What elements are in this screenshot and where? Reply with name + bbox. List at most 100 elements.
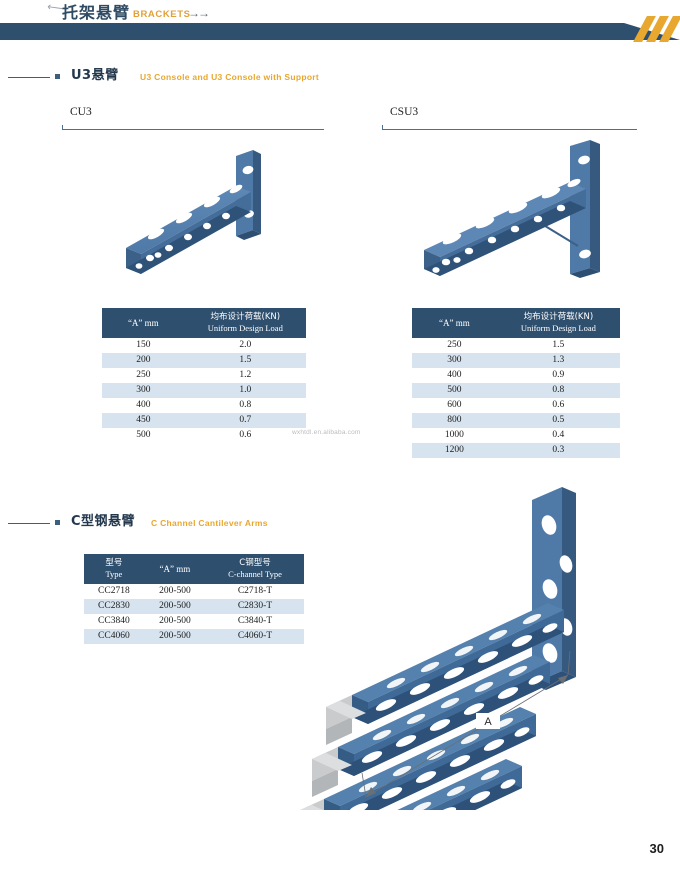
cell-type: CC2718 (84, 584, 144, 599)
cell-type: CC4060 (84, 629, 144, 644)
model-label-text: CU3 (70, 106, 92, 118)
cell-a: 300 (412, 353, 497, 368)
cell-a: 250 (412, 338, 497, 353)
table-row: 1000 0.4 (412, 428, 620, 443)
model-label-csu3: CSU3 (382, 104, 637, 130)
table-header-row: “A” mm 均布设计荷载(KN) Uniform Design Load (412, 308, 620, 338)
cell-load: 1.3 (496, 353, 620, 368)
cell-a: 200-500 (143, 584, 207, 599)
u3-console-bracket-drawing (126, 150, 261, 274)
header-title-en: BRACKETS (133, 9, 191, 20)
cell-load: 0.4 (496, 428, 620, 443)
cell-c-channel-type: C2830-T (206, 599, 304, 614)
section-title-en: C Channel Cantilever Arms (151, 518, 268, 528)
table-row: CC3840 200-500 C3840-T (84, 614, 304, 629)
watermark: wxhtdl.en.alibaba.com (292, 429, 361, 436)
cell-load: 0.5 (496, 413, 620, 428)
header-bar (0, 23, 680, 40)
model-underline-tick (62, 125, 63, 130)
page-header: ⟶ 托架悬臂 BRACKETS →→ (0, 0, 680, 48)
cell-a: 200 (102, 353, 185, 368)
illustration-c-channel: A (284, 485, 620, 873)
illustration-cu3 (112, 148, 300, 288)
table-row: CC2830 200-500 C2830-T (84, 599, 304, 614)
cell-load: 0.8 (496, 383, 620, 398)
table-row: 400 0.9 (412, 368, 620, 383)
cell-load: 0.9 (496, 368, 620, 383)
model-underline (62, 129, 324, 130)
cell-a: 200-500 (143, 599, 207, 614)
cell-a: 450 (102, 413, 185, 428)
column-header-en: Type (105, 569, 123, 579)
cell-load: 0.6 (184, 428, 306, 443)
cell-type: CC2830 (84, 599, 144, 614)
table-row: 600 0.6 (412, 398, 620, 413)
cell-load: 0.7 (184, 413, 306, 428)
cell-c-channel-type: C4060-T (206, 629, 304, 644)
table-row: 1200 0.3 (412, 443, 620, 458)
table-row: 500 0.8 (412, 383, 620, 398)
table-cu3: “A” mm 均布设计荷载(KN) Uniform Design Load 15… (102, 308, 306, 443)
column-header-text: “A” mm (159, 563, 191, 574)
table-header-row: 型号 Type “A” mm C钢型号 C-channel Type (84, 554, 304, 584)
column-header-uniform-design-load: 均布设计荷载(KN) Uniform Design Load (496, 308, 620, 338)
cell-a: 250 (102, 368, 185, 383)
column-header-cn: 型号 (105, 558, 123, 568)
cell-type: CC3840 (84, 614, 144, 629)
cell-a: 150 (102, 338, 185, 353)
table-c-channel: 型号 Type “A” mm C钢型号 C-channel Type CC271… (84, 554, 304, 644)
cell-c-channel-type: C2718-T (206, 584, 304, 599)
header-title-cn: 托架悬臂 (62, 3, 131, 22)
cell-a: 200-500 (143, 614, 207, 629)
cell-load: 0.8 (184, 398, 306, 413)
cell-load: 0.6 (496, 398, 620, 413)
section-bullet-icon (55, 74, 60, 79)
cell-load: 2.0 (184, 338, 306, 353)
cell-a: 600 (412, 398, 497, 413)
section-bullet-icon (55, 520, 60, 525)
column-header-en: Uniform Design Load (520, 323, 596, 333)
table-row: 300 1.0 (102, 383, 306, 398)
model-underline-tick (382, 125, 383, 130)
cell-c-channel-type: C3840-T (206, 614, 304, 629)
section-title-cn: C型钢悬臂 (71, 514, 136, 529)
column-header-text: “A” mm (127, 317, 159, 328)
table-csu3: “A” mm 均布设计荷载(KN) Uniform Design Load 25… (412, 308, 620, 458)
table-row: 500 0.6 (102, 428, 306, 443)
table-row: 800 0.5 (412, 413, 620, 428)
arrow-cursor-icon: ⟶ (46, 0, 64, 16)
table-row: CC4060 200-500 C4060-T (84, 629, 304, 644)
table-row: CC2718 200-500 C2718-T (84, 584, 304, 599)
cell-a: 1200 (412, 443, 497, 458)
cell-load: 1.5 (184, 353, 306, 368)
cell-load: 1.2 (184, 368, 306, 383)
cell-a: 400 (102, 398, 185, 413)
cell-a: 800 (412, 413, 497, 428)
cell-a: 500 (102, 428, 185, 443)
dimension-label-a: A (484, 716, 492, 728)
model-label-cu3: CU3 (62, 104, 324, 130)
cell-a: 200-500 (143, 629, 207, 644)
column-header-a-mm: “A” mm (102, 308, 185, 338)
table-row: 300 1.3 (412, 353, 620, 368)
table-row: 450 0.7 (102, 413, 306, 428)
column-header-cn: C钢型号 (239, 558, 271, 568)
column-header-en: Uniform Design Load (207, 323, 283, 333)
column-header-a-mm: “A” mm (412, 308, 497, 338)
column-header-type: 型号 Type (84, 554, 144, 584)
header-stripes-icon (616, 16, 680, 42)
section-title-cn: U3悬臂 (71, 68, 119, 83)
column-header-uniform-design-load: 均布设计荷载(KN) Uniform Design Load (184, 308, 306, 338)
section-rule (8, 77, 50, 78)
cell-a: 400 (412, 368, 497, 383)
table-row: 250 1.2 (102, 368, 306, 383)
table-row: 200 1.5 (102, 353, 306, 368)
section-rule (8, 523, 50, 524)
column-header-c-channel-type: C钢型号 C-channel Type (206, 554, 304, 584)
model-label-text: CSU3 (390, 106, 419, 118)
cell-load: 1.0 (184, 383, 306, 398)
column-header-en: C-channel Type (228, 569, 282, 579)
illustration-csu3 (412, 140, 622, 290)
table-row: 150 2.0 (102, 338, 306, 353)
table-row: 250 1.5 (412, 338, 620, 353)
